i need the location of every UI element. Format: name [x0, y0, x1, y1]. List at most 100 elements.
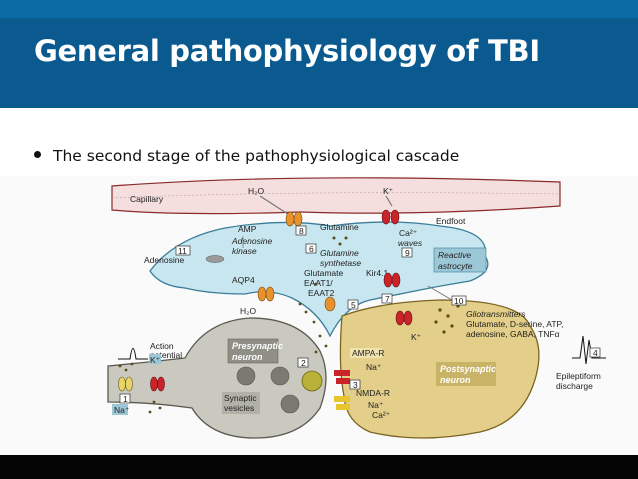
presynaptic-label-1: Presynaptic — [232, 341, 283, 351]
k-astro-channel-left — [395, 310, 405, 326]
number-box-2 — [297, 357, 309, 368]
capillary-shape — [111, 177, 561, 215]
number-3: 3 — [353, 380, 358, 390]
k-arrow — [385, 195, 393, 207]
nmda-r-label: NMDA-R — [356, 388, 390, 398]
slide-footer-bar — [0, 455, 638, 479]
k-pre-box — [149, 354, 161, 364]
number-box-10 — [451, 295, 467, 306]
epileptiform-label-1: Epileptiform — [556, 371, 601, 381]
h2o-top-label: H₂O — [248, 186, 264, 196]
glutamine-synthetase-label-2: synthetase — [320, 258, 361, 268]
number-box-4 — [589, 347, 601, 358]
number-box-1 — [119, 393, 131, 404]
na-axon-channel-left — [118, 376, 126, 392]
presynaptic-label-2: neuron — [232, 352, 263, 362]
pathophysiology-diagram: Capillary H₂O K⁺ Endfoot AMP Adenosine k… — [0, 176, 638, 455]
ampa-label-box — [350, 348, 382, 358]
na-pre-label: Na⁺ — [114, 405, 130, 415]
bullet-dot-icon — [34, 151, 41, 158]
gliotransmitters-line-2: adenosine, GABA, TNFα — [466, 329, 560, 339]
na-axon-channel-right — [125, 376, 133, 392]
number-4: 4 — [593, 348, 598, 358]
k-pre-label: K⁺ — [150, 355, 161, 365]
postsynaptic-label-2: neuron — [440, 375, 471, 385]
synaptic-vesicle-1 — [236, 366, 256, 386]
k-astro-channel-right — [403, 310, 413, 326]
number-10: 10 — [454, 296, 464, 306]
reactive-astrocyte-box — [433, 247, 487, 273]
synaptic-vesicles-label-2: vesicles — [224, 403, 254, 413]
number-box-11 — [175, 245, 191, 256]
capillary-label: Capillary — [130, 194, 164, 204]
k-axon-channel-right — [157, 376, 165, 392]
number-11: 11 — [178, 246, 187, 256]
synaptic-vesicles-label-1: Synaptic — [224, 393, 257, 403]
aqp4-bottom-channel-left — [257, 286, 267, 302]
ampa-receptor-2 — [336, 378, 350, 384]
epileptiform-label-2: discharge — [556, 381, 593, 391]
aqp4-top-channel-right — [293, 211, 303, 227]
slide-title: General pathophysiology of TBI — [34, 34, 540, 68]
kir41-label: Kir4.1 — [366, 268, 388, 278]
number-box-9 — [401, 247, 413, 258]
epileptiform-trace — [572, 335, 606, 365]
na-nmda-label: Na⁺ — [368, 400, 384, 410]
number-5: 5 — [351, 300, 356, 310]
adenosine-transporter — [205, 255, 225, 263]
ca-waves-label-1: Ca²⁺ — [399, 228, 418, 238]
kir41-channel-right — [391, 272, 401, 288]
k-top-label: K⁺ — [383, 186, 394, 196]
bullet-item: The second stage of the pathophysiologic… — [34, 147, 459, 165]
adenosine-label: Adenosine — [144, 255, 184, 265]
number-box-5 — [347, 299, 359, 310]
kir41-channel-left — [383, 272, 393, 288]
capillary-lumen — [111, 192, 561, 199]
eaat-label-1: EAAT1/ — [304, 278, 333, 288]
action-potential-trace — [118, 348, 148, 360]
reactive-astrocyte-label-1: Reactive — [438, 250, 471, 260]
number-9: 9 — [405, 248, 410, 258]
na-ampa-label: Na⁺ — [366, 362, 382, 372]
ampa-r-label: AMPA-R — [352, 348, 384, 358]
ca-waves-label-2: waves — [398, 238, 423, 248]
number-7: 7 — [385, 294, 390, 304]
k-astro-label: K⁺ — [411, 332, 422, 342]
number-6: 6 — [309, 244, 314, 254]
adenosine-kinase-label-2: kinase — [232, 246, 257, 256]
slide-header — [0, 0, 638, 108]
ca-nmda-label: Ca²⁺ — [372, 410, 391, 420]
endfoot-label: Endfoot — [436, 216, 466, 226]
amp-label: AMP — [238, 224, 257, 234]
postsynaptic-label-box — [436, 362, 496, 386]
h2o-bottom-label: H₂O — [240, 306, 256, 316]
molecule-dots — [118, 236, 348, 414]
synaptic-vesicle-release — [301, 370, 323, 392]
postsynaptic-label-1: Postsynaptic — [440, 364, 496, 374]
synaptic-vesicle-2 — [270, 366, 290, 386]
adenosine-kinase-label-1: Adenosine — [231, 236, 272, 246]
glutamine-label: Glutamine — [320, 222, 359, 232]
ampa-receptor — [334, 370, 350, 376]
action-potential-label-2: potential — [150, 350, 182, 360]
nmda-receptor-2 — [336, 404, 350, 410]
aqp4-bottom-channel-right — [265, 286, 275, 302]
synaptic-vesicles-label-box — [222, 392, 260, 414]
glutamate-label: Glutamate — [304, 268, 343, 278]
number-2: 2 — [301, 358, 306, 368]
number-1: 1 — [123, 394, 128, 404]
presynaptic-label-box — [227, 338, 279, 364]
aqp4-top-channel-left — [285, 211, 295, 227]
eaat-channel — [324, 296, 336, 312]
k-top-channel-left — [381, 209, 391, 225]
gliotransmitter-arrow — [427, 285, 453, 301]
number-box-8 — [295, 225, 307, 236]
k-axon-channel-left — [150, 376, 158, 392]
header-band — [0, 0, 638, 18]
gliotransmitters-title: Gliotransmitters — [466, 309, 526, 319]
nmda-receptor — [334, 396, 350, 402]
action-potential-label-1: Action — [150, 341, 174, 351]
na-pre-box — [112, 404, 128, 415]
number-box-3 — [349, 379, 361, 390]
aqp4-label: AQP4 — [232, 275, 255, 285]
